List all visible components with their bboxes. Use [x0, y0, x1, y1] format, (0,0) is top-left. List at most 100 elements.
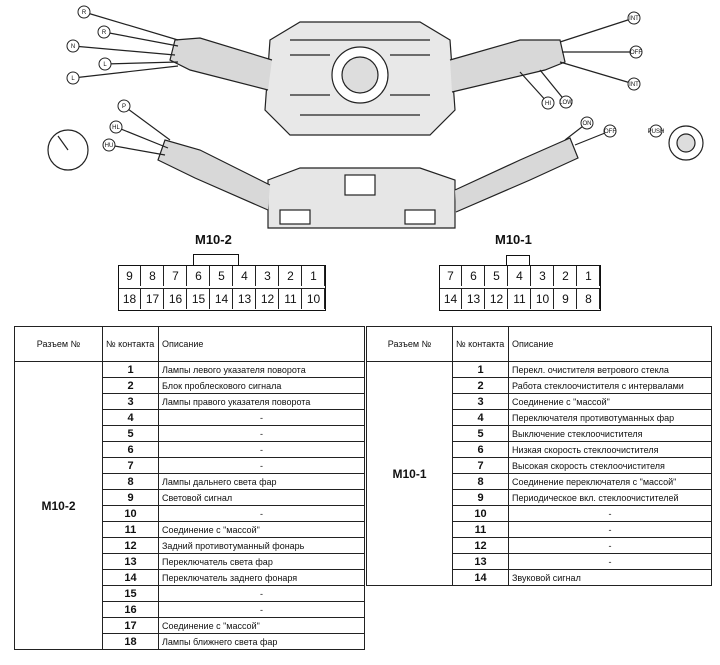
connector-pin: 13	[234, 289, 256, 309]
connector-pin: 7	[165, 266, 187, 286]
pin-description-cell: Соединение с "массой"	[158, 617, 365, 634]
connector-pin: 12	[486, 289, 508, 309]
pin-description-cell: Работа стеклоочистителя с интервалами	[508, 377, 712, 394]
pin-number-cell: 10	[452, 505, 509, 522]
svg-text:LOW: LOW	[559, 100, 573, 106]
pin-number-cell: 11	[452, 521, 509, 538]
pin-description-cell: -	[158, 457, 365, 474]
pin-number-cell: 12	[452, 537, 509, 554]
connector-pin: 2	[555, 266, 577, 286]
pin-number-cell: 10	[102, 505, 159, 522]
connector-pin: 8	[578, 289, 600, 309]
pin-number-cell: 14	[452, 569, 509, 586]
connector-key	[506, 255, 530, 267]
pin-description-cell: -	[158, 409, 365, 426]
pin-description-cell: Лампы левого указателя поворота	[158, 361, 365, 378]
pin-number-cell: 12	[102, 537, 159, 554]
connector-title-m10-1: M10-1	[495, 232, 532, 247]
svg-text:OFF: OFF	[630, 50, 642, 56]
connector-pin: 14	[440, 289, 462, 309]
connector-title-m10-2: M10-2	[195, 232, 232, 247]
connector-pin: 6	[188, 266, 210, 286]
pin-number-cell: 6	[102, 441, 159, 458]
connector-pin: 9	[119, 266, 141, 286]
svg-text:L: L	[103, 62, 107, 68]
pin-description-cell: Лампы правого указателя поворота	[158, 393, 365, 410]
callout-label: R	[77, 5, 91, 19]
table-row: 16-	[15, 601, 365, 618]
svg-text:OFF: OFF	[604, 129, 616, 135]
pin-description-cell: Перекл. очистителя ветрового стекла	[508, 361, 712, 378]
table-row: 11-	[367, 521, 712, 538]
pin-number-cell: 15	[102, 585, 159, 602]
connector-pin: 3	[532, 266, 554, 286]
connector-pin: 5	[211, 266, 233, 286]
connector-pin: 11	[280, 289, 302, 309]
pin-number-cell: 9	[452, 489, 509, 506]
pin-number-cell: 8	[102, 473, 159, 490]
header-description: Описание	[158, 326, 365, 362]
connector-pin: 1	[303, 266, 325, 286]
pin-number-cell: 3	[102, 393, 159, 410]
svg-text:PUSH: PUSH	[648, 129, 665, 135]
pin-description-cell: Периодическое вкл. стеклоочистителей	[508, 489, 712, 506]
pin-description-cell: -	[508, 505, 712, 522]
connector-pin: 5	[486, 266, 508, 286]
pin-number-cell: 2	[102, 377, 159, 394]
svg-text:N: N	[71, 44, 75, 50]
table-row: 15-	[15, 585, 365, 602]
pin-number-cell: 17	[102, 617, 159, 634]
connector-pin: 4	[234, 266, 256, 286]
pin-number-cell: 14	[102, 569, 159, 586]
connector-pin: 6	[463, 266, 485, 286]
connector-pin: 13	[463, 289, 485, 309]
connector-pin: 16	[165, 289, 187, 309]
pin-number-cell: 1	[102, 361, 159, 378]
pin-description-cell: -	[158, 441, 365, 458]
connector-id-cell: M10-1	[366, 361, 453, 586]
pin-number-cell: 7	[452, 457, 509, 474]
combination-switch-illustration: R R N L L P HL HU INT OFF INT HI LOW ON …	[47, 5, 704, 229]
pin-description-cell: Лампы ближнего света фар	[158, 633, 365, 650]
header-pin: № контакта	[102, 326, 159, 362]
pin-description-cell: -	[508, 521, 712, 538]
table-row: 6-	[15, 441, 365, 458]
connector-pin: 3	[257, 266, 279, 286]
connector-pin: 10	[532, 289, 554, 309]
pin-description-cell: Соединение с "массой"	[508, 393, 712, 410]
header-pin: № контакта	[452, 326, 509, 362]
header-description: Описание	[508, 326, 712, 362]
pin-description-cell: Блок проблескового сигнала	[158, 377, 365, 394]
pin-description-cell: Соединение переключателя с "массой"	[508, 473, 712, 490]
pin-description-cell: Задний противотуманный фонарь	[158, 537, 365, 554]
pin-number-cell: 11	[102, 521, 159, 538]
svg-text:P: P	[122, 104, 126, 110]
connector-pin: 2	[280, 266, 302, 286]
pin-number-cell: 13	[102, 553, 159, 570]
pin-description-cell: Звуковой сигнал	[508, 569, 712, 586]
svg-text:R: R	[82, 10, 87, 16]
pin-number-cell: 7	[102, 457, 159, 474]
svg-text:INT: INT	[629, 82, 639, 88]
connector-pin: 9	[555, 289, 577, 309]
pin-description-cell: -	[508, 537, 712, 554]
pin-number-cell: 3	[452, 393, 509, 410]
pin-number-cell: 2	[452, 377, 509, 394]
svg-text:HU: HU	[105, 143, 114, 149]
connector-pin: 11	[509, 289, 531, 309]
header-connector: Разъем №	[14, 326, 103, 362]
connector-id-cell: M10-2	[14, 361, 103, 650]
pin-description-cell: Переключатель света фар	[158, 553, 365, 570]
connector-pin: 4	[509, 266, 531, 286]
